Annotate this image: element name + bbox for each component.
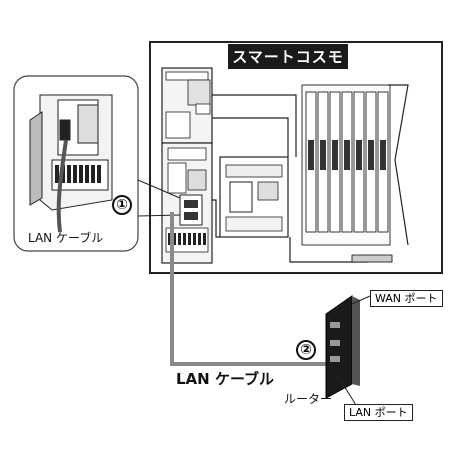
- router-device: [325, 295, 360, 399]
- panel-title: スマートコスモ: [228, 44, 348, 69]
- marker-1: ①: [112, 195, 132, 215]
- main-breaker: [219, 156, 289, 238]
- inset-lan-cable: [56, 139, 68, 233]
- branch-breakers: [301, 84, 409, 263]
- inset-cable-label: LAN ケーブル: [28, 231, 104, 245]
- router-leader-lines: [333, 295, 371, 406]
- wan-port-label: WAN ポート: [370, 290, 443, 307]
- panel-wiring: [212, 94, 368, 263]
- router-label: ルーター: [284, 392, 333, 406]
- lan-port-label: LAN ポート: [344, 404, 413, 421]
- controller-unit: [161, 67, 213, 264]
- main-cable-label: LAN ケーブル: [176, 370, 275, 388]
- inset-device: [29, 94, 113, 211]
- marker-2: ②: [296, 340, 316, 360]
